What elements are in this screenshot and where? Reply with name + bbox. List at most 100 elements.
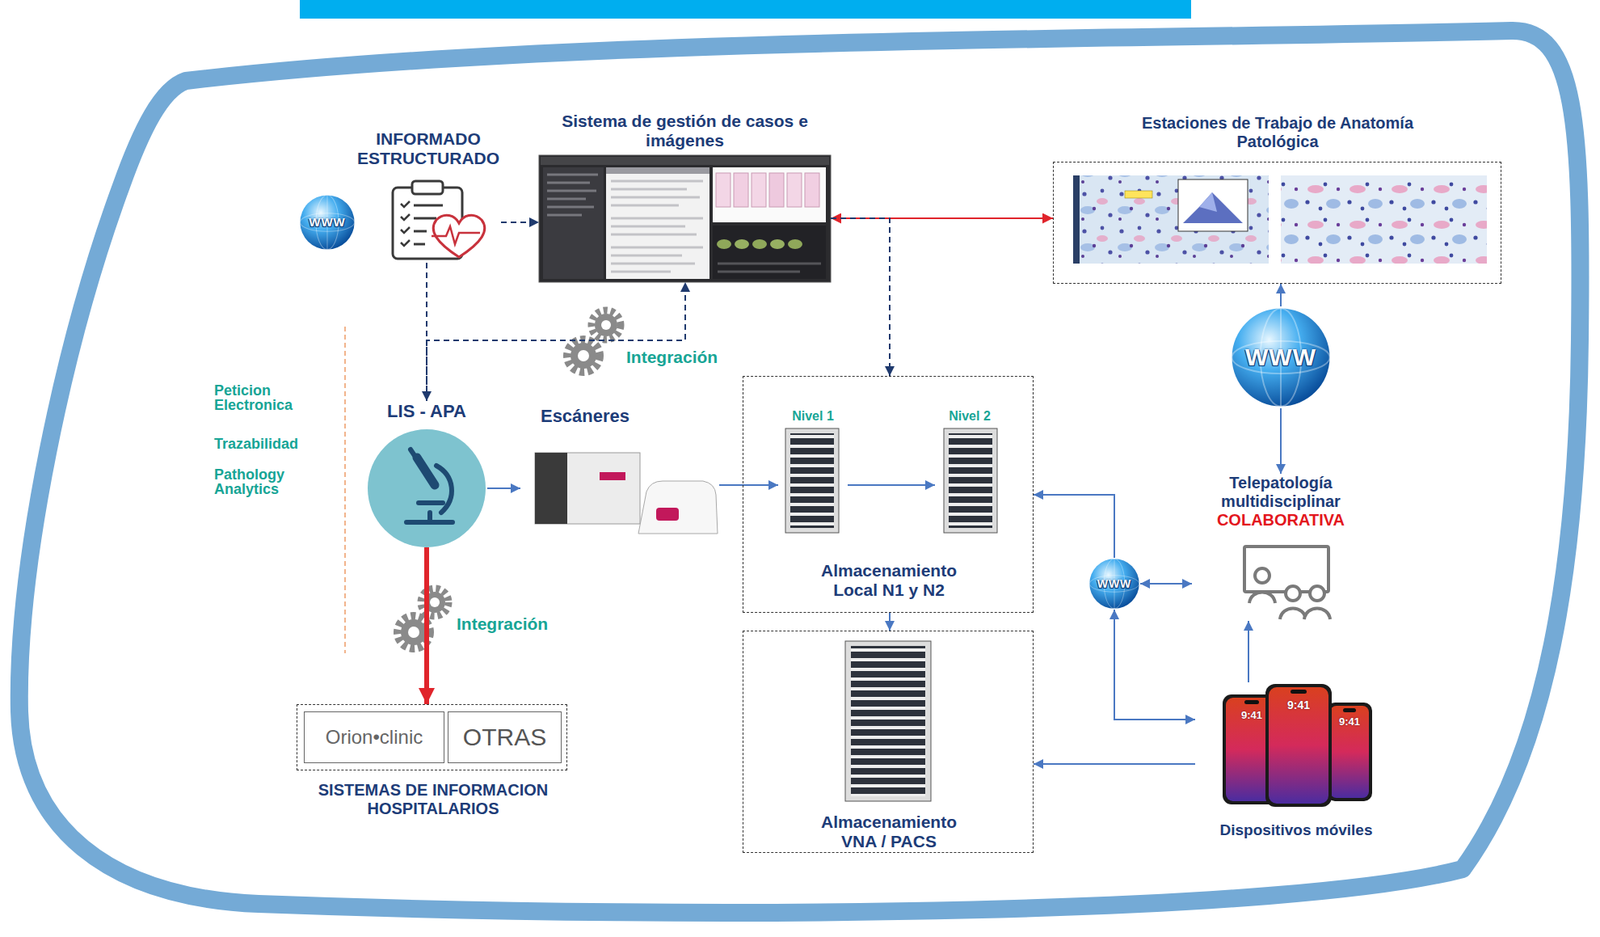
microscope-icon [367, 429, 486, 548]
www-globe: WWW [1088, 557, 1141, 610]
software-screenshot [606, 167, 710, 174]
scanner-picture [656, 507, 679, 521]
globe-shape [1089, 558, 1139, 608]
software-screenshot [769, 172, 784, 207]
phones-picture [1268, 686, 1329, 804]
software-screenshot [751, 172, 767, 207]
software-screenshot [547, 174, 598, 215]
integration-label: Integración [626, 347, 718, 367]
server-rack [790, 433, 834, 528]
globe-text: WWW [308, 214, 346, 229]
workstation-box: Estaciones de Trabajo de Anatomía Patoló… [1052, 161, 1502, 284]
pathology-images [1199, 192, 1217, 212]
node-title: Estaciones de Trabajo de Anatomía Patoló… [1124, 113, 1432, 152]
gear-icon [591, 310, 621, 340]
scanner-picture [638, 480, 718, 534]
telepathology-node: Telepatología multidisciplinarCOLABORATI… [1191, 473, 1370, 621]
gear-icon [601, 320, 611, 330]
phones-picture [1326, 702, 1373, 801]
phones-picture [1244, 699, 1259, 704]
connector [426, 282, 686, 401]
software-screenshot [716, 239, 732, 249]
globe-shape [1089, 575, 1139, 592]
connector [847, 484, 935, 486]
integration-label: Integración [456, 614, 548, 634]
phone-clock: 9:41 [1235, 709, 1268, 722]
connector [1247, 620, 1250, 683]
scanner-picture [599, 471, 626, 480]
server-node: Nivel 2 [934, 408, 1005, 535]
server-rack [845, 640, 931, 801]
microscope-icon [367, 429, 486, 548]
node-title: Orion•clinic [325, 725, 423, 749]
scanner-node: Escáneres [520, 404, 720, 536]
separator-line [345, 326, 346, 653]
hospital-systems-box: SISTEMAS DE INFORMACION HOSPITALARIOSOri… [296, 703, 568, 771]
top-bar [299, 0, 1192, 19]
pathology-images [1280, 175, 1487, 264]
vna-pacs-box: Almacenamiento VNA / PACS [742, 630, 1034, 853]
phones-picture [1343, 707, 1356, 712]
server-rack [943, 428, 998, 533]
meeting-icon [1244, 546, 1331, 619]
software-screenshot [734, 239, 750, 249]
globe-shape [1232, 308, 1331, 407]
connector [719, 484, 779, 486]
phones-picture [1265, 683, 1332, 807]
microscope-icon [436, 465, 452, 513]
node-title: Nivel 1 [778, 408, 848, 424]
globe-shape [299, 213, 354, 232]
case-image-system: Sistema de gestión de casos e imágenes [538, 155, 831, 283]
connector [1280, 283, 1282, 307]
phones-picture [1290, 689, 1307, 694]
pathology-images [1073, 175, 1487, 264]
globe-shape [299, 194, 354, 249]
hand-drawn-outline [19, 30, 1581, 913]
gear-icon [577, 349, 590, 362]
gear-icon [570, 342, 597, 369]
logo-box: Orion•clinic [303, 711, 445, 763]
microscope-icon [406, 449, 453, 523]
gear-icon [408, 626, 420, 638]
node-title: OTRAS [463, 723, 547, 752]
globe-text: WWW [1097, 576, 1133, 590]
gear-icon [567, 339, 600, 372]
software-screenshot [770, 239, 785, 249]
gear-icon [400, 618, 427, 645]
server-rack [785, 428, 839, 533]
lis-apa-node: LIS - APA [366, 400, 488, 548]
connector [830, 218, 890, 376]
connector [1280, 408, 1282, 474]
www-globe: WWW [1229, 306, 1332, 409]
globe-shape [1232, 341, 1331, 374]
software-screenshot [752, 239, 767, 249]
feature-label: Trazabilidad [214, 436, 299, 451]
meeting-icon [1309, 585, 1325, 601]
scanner-picture [534, 452, 568, 524]
software-screenshot [715, 172, 731, 207]
feature-label: Pathology Analytics [214, 467, 320, 497]
gear-icon [397, 310, 621, 649]
software-screenshot [538, 155, 831, 283]
connector [888, 612, 891, 631]
microscope-icon [410, 449, 417, 459]
pathology-images [1073, 175, 1269, 264]
node-title: Sistema de gestión de casos e imágenes [538, 111, 831, 151]
connector [487, 487, 521, 489]
clipboard-icon [392, 181, 485, 259]
connector [1033, 762, 1196, 765]
pathology-images [1073, 175, 1080, 264]
node-title: INFORMADO ESTRUCTURADO [355, 129, 502, 169]
microscope-icon [427, 512, 433, 523]
www-globe: WWW [298, 193, 356, 251]
node-title: Almacenamiento VNA / PACS [808, 812, 970, 851]
software-screenshot [606, 167, 710, 279]
software-screenshot [804, 172, 820, 207]
server-rack [850, 645, 926, 796]
node-title: LIS - APA [366, 400, 488, 422]
microscope-icon [418, 500, 443, 506]
node-title: Dispositivos móviles [1195, 821, 1398, 839]
separator-line [344, 326, 346, 653]
software-screenshot [610, 181, 704, 272]
software-screenshot [733, 172, 749, 207]
